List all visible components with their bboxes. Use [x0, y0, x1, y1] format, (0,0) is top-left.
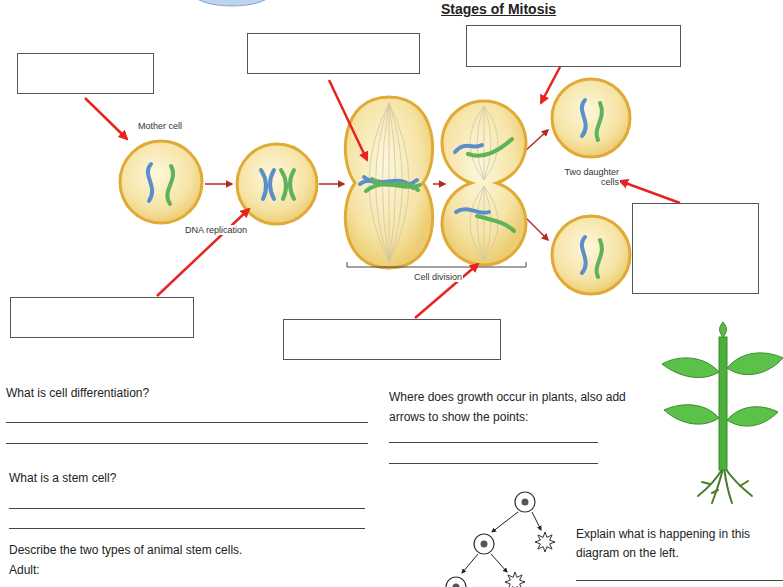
plant-picture: [662, 322, 783, 503]
bracket: [347, 262, 526, 267]
question-text: Explain what is happening in this diagra…: [576, 525, 779, 563]
stage-label: Cell division: [413, 272, 463, 282]
top-ellipse: [192, 0, 272, 6]
burst-symbol: [505, 572, 525, 587]
question-text: Where does growth occur in plants, also …: [389, 387, 644, 427]
dividing-cell: [345, 97, 432, 268]
pinching-cell: [442, 101, 526, 265]
question-text: Adult:: [9, 564, 40, 578]
stage-label: Two daughter cells: [558, 167, 620, 188]
question-text: What is cell differentiation?: [6, 387, 149, 401]
question-text: What is a stem cell?: [9, 472, 116, 486]
question-text: Describe the two types of animal stem ce…: [9, 544, 242, 558]
daughter-cell: [552, 216, 630, 294]
daughter-cell: [552, 79, 630, 157]
leader-arrows: [85, 67, 680, 318]
replicated-cell: [237, 144, 317, 224]
stage-label: DNA replication: [184, 225, 248, 235]
answer-boxes: [11, 26, 759, 360]
burst-symbol: [535, 532, 555, 552]
answer-lines: [6, 423, 783, 581]
stage-label: Mother cell: [137, 121, 183, 131]
mother-cell: [120, 141, 202, 223]
stem-cell-tree: [446, 492, 555, 587]
worksheet-title: Stages of Mitosis: [441, 1, 556, 17]
